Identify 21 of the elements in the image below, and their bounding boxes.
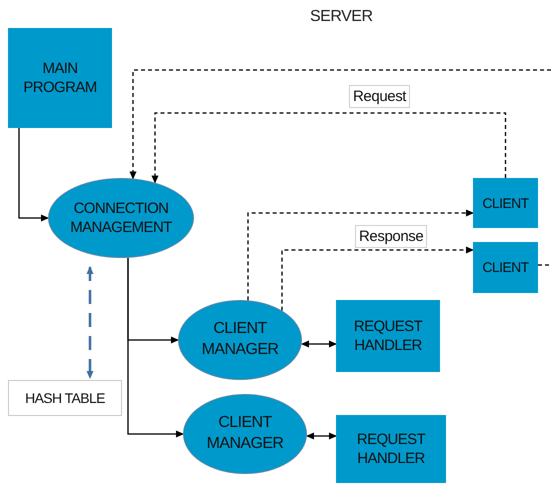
process-box: REQUEST HANDLER — [336, 300, 440, 372]
dashed-arrow — [152, 112, 506, 184]
edge-label: Response — [355, 225, 428, 248]
process-box: MAIN PROGRAM — [8, 28, 112, 128]
arrow — [301, 340, 337, 348]
process-ellipse: CONNECTION MANAGEMENT — [48, 178, 194, 258]
diagram-title: SERVER — [310, 8, 373, 26]
dashed-arrow — [130, 69, 551, 180]
process-box: CLIENT — [473, 242, 538, 293]
dashed-arrow — [86, 266, 94, 379]
process-box: REQUEST HANDLER — [336, 415, 446, 483]
dashed-arrow — [281, 246, 474, 311]
arrow — [306, 432, 337, 440]
edge-label: Request — [349, 85, 410, 108]
arrow — [127, 258, 184, 438]
process-box: CLIENT — [473, 178, 538, 228]
arrow — [18, 128, 49, 222]
process-ellipse: CLIENT MANAGER — [183, 394, 307, 474]
process-ellipse: CLIENT MANAGER — [178, 300, 302, 380]
data-store-box: HASH TABLE — [8, 380, 122, 416]
dashed-arrow — [247, 210, 474, 300]
